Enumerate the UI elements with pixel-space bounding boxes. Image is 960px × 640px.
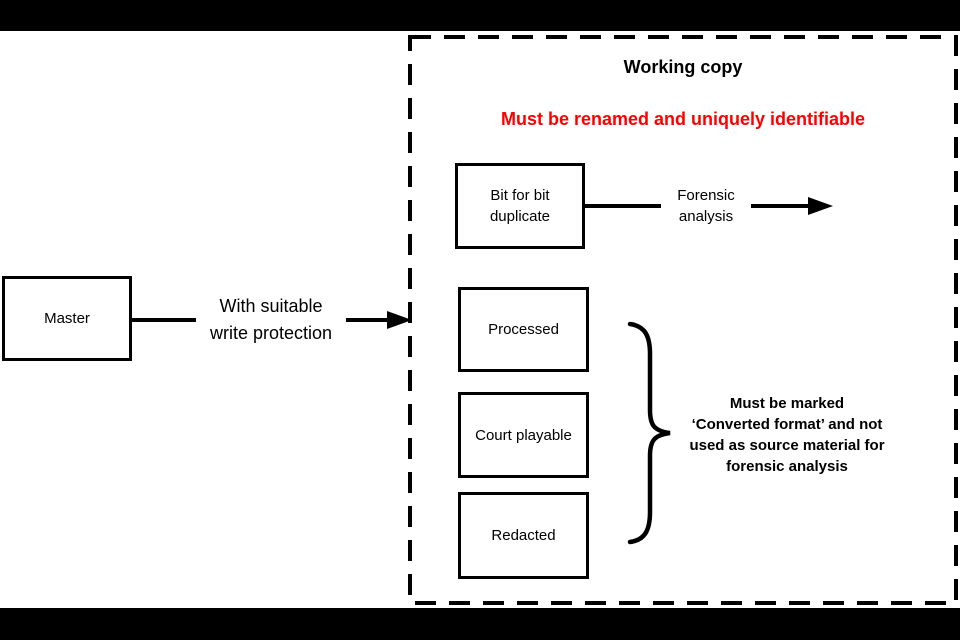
processed-label: Processed: [488, 321, 559, 338]
top-letterbox-bar: [0, 0, 960, 31]
working-copy-title: Working copy: [623, 57, 743, 77]
converted-format-note-line4: forensic analysis: [726, 458, 848, 475]
forensic-analysis-label: Forensic analysis: [661, 185, 751, 227]
court-playable-box: Court playable: [458, 392, 589, 478]
bottom-letterbox-bar: [0, 608, 960, 640]
rename-note: Must be renamed and uniquely identifiabl…: [500, 109, 866, 129]
converted-format-note: Must be marked ‘Converted format’ and no…: [662, 393, 912, 477]
bit-for-bit-label-line1: Bit for bit: [490, 187, 550, 204]
redacted-box: Redacted: [458, 492, 589, 579]
bit-for-bit-box: Bit for bit duplicate: [455, 163, 585, 249]
converted-format-note-line3: used as source material for: [689, 437, 885, 454]
court-playable-label: Court playable: [475, 426, 572, 444]
master-box: Master: [2, 276, 132, 361]
write-protection-label-line1: With suitable: [219, 296, 323, 316]
redacted-label: Redacted: [491, 527, 556, 544]
converted-format-note-line1: Must be marked: [729, 395, 845, 412]
forensic-analysis-label-line1: Forensic: [677, 187, 735, 204]
write-protection-label: With suitable write protection: [196, 293, 346, 347]
grouping-brace: [627, 321, 671, 545]
bit-for-bit-label-line2: duplicate: [489, 208, 551, 225]
forensic-analysis-label-line2: analysis: [678, 208, 734, 225]
processed-box: Processed: [458, 287, 589, 372]
master-label: Master: [44, 310, 90, 327]
write-protection-label-line2: write protection: [209, 323, 333, 343]
converted-format-note-line2: ‘Converted format’ and not: [691, 416, 883, 433]
